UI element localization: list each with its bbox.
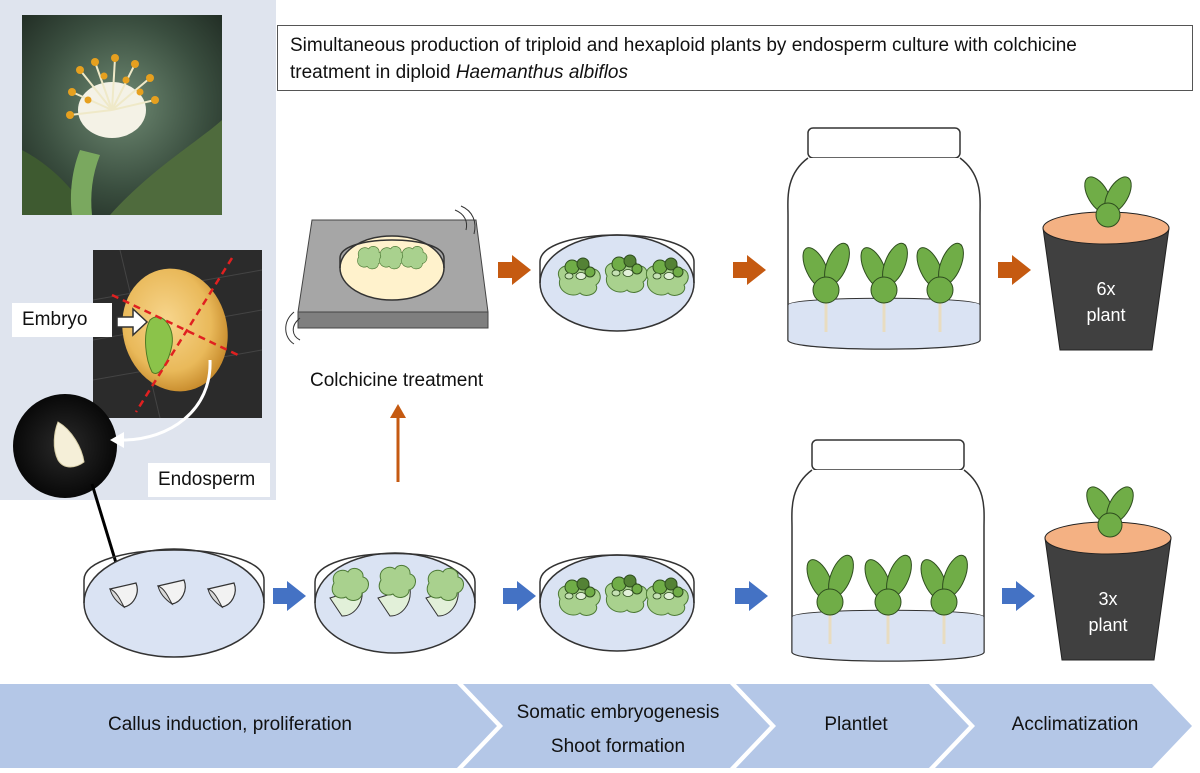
cut-line (134, 257, 234, 413)
petri-dish (314, 552, 476, 654)
pot-3x-word: plant (1088, 615, 1128, 635)
curved-arrow (110, 359, 212, 448)
title-line-1: Simultaneous production of triploid and … (290, 35, 1077, 56)
blue-arrow (735, 581, 768, 611)
pot-3x-ploidy: 3x (1098, 589, 1118, 609)
flower-photo (22, 15, 222, 215)
petri-dish (539, 554, 695, 652)
blue-arrow (503, 581, 536, 611)
pot-6x-ploidy: 6x (1096, 279, 1116, 299)
petri-dish (539, 234, 695, 332)
title-line-2: treatment in diploid Haemanthus albiflos (290, 59, 1180, 86)
stage-label-callus: Callus induction, proliferation (108, 714, 352, 735)
blue-arrow (273, 581, 306, 611)
petri-dish (83, 548, 265, 658)
pot-6x (1042, 172, 1170, 351)
endosperm-photo (13, 394, 117, 498)
orange-arrow (498, 255, 531, 285)
stage-label-shoot-formation: Shoot formation (550, 736, 686, 757)
endosperm-label: Endosperm (148, 463, 270, 497)
stage-label-embryogenesis: Somatic embryogenesis (516, 702, 720, 723)
orange-arrow-up (390, 404, 406, 482)
pot-3x (1044, 482, 1172, 661)
stage-label-plantlet: Plantlet (824, 714, 888, 735)
pot-6x-word: plant (1086, 305, 1126, 325)
stage-chevron-plantlet (736, 684, 969, 768)
blue-arrow (1002, 581, 1035, 611)
shaker-plate (285, 205, 489, 345)
culture-jar (787, 127, 981, 350)
stage-chevron-callus (0, 684, 497, 768)
embryo-pointer-arrow (116, 307, 149, 337)
seed-photo (92, 249, 263, 419)
colchicine-label: Colchicine treatment (310, 370, 484, 391)
orange-arrow (998, 255, 1031, 285)
culture-jar (791, 439, 985, 662)
figure-title: Simultaneous production of triploid and … (277, 25, 1193, 91)
embryo-label: Embryo (12, 303, 112, 337)
title-line-2-prefix: treatment in diploid (290, 62, 456, 83)
stage-label-acclimatization: Acclimatization (1011, 714, 1139, 735)
orange-arrow (733, 255, 766, 285)
species-name: Haemanthus albiflos (455, 62, 628, 83)
stage-chevron-embryogenesis (463, 684, 770, 768)
stage-chevron-acclimatization (935, 684, 1192, 768)
